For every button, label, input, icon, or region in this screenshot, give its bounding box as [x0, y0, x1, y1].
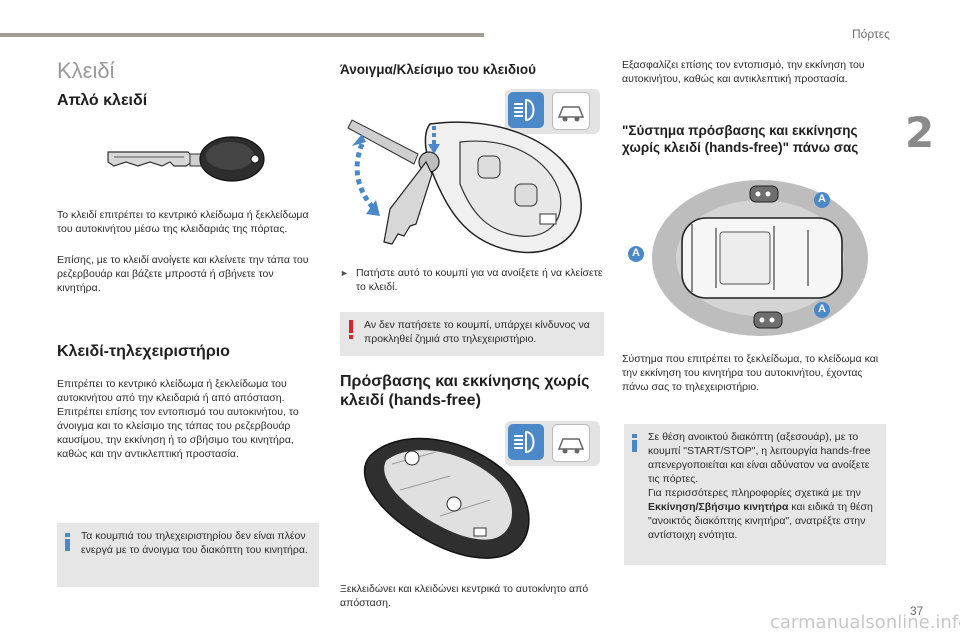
- paragraph-system-top: Εξασφαλίζει επίσης τον εντοπισμό, την εκ…: [622, 59, 865, 85]
- info-icon: [65, 533, 71, 551]
- paragraph-system: Σύστημα που επιτρέπει το ξεκλείδωμα, το …: [622, 353, 879, 393]
- heading-simple-key: Απλό κλειδί: [57, 92, 148, 109]
- zone-label-a: A: [818, 193, 826, 205]
- section-name: Πόρτες: [852, 27, 890, 41]
- bullet-fold-button: Πατήστε αυτό το κουμπί για να ανοίξετε ή…: [356, 267, 603, 293]
- chapter-number: 2: [905, 108, 935, 157]
- heading-system: "Σύστημα πρόσβασης και εκκίνησης χωρίς κ…: [622, 123, 859, 155]
- warning-text: Αν δεν πατήσετε το κουμπί, υπάρχει κίνδυ…: [364, 319, 590, 345]
- fold-key-illustration: [340, 84, 608, 256]
- paragraph-simple-key-2: Επίσης, με το κλειδί ανοίγετε και κλείνε…: [57, 254, 309, 294]
- page-number: 37: [910, 604, 924, 618]
- zone-label-a: A: [818, 303, 826, 315]
- heading-hands-free: Πρόσβασης και εκκίνησης χωρίς κλειδί (ha…: [340, 373, 590, 409]
- warning-box: Αν δεν πατήσετε το κουμπί, υπάρχει κίνδυ…: [340, 312, 604, 356]
- watermark: carmanualsonline.info: [770, 612, 960, 633]
- info-text-3: και ειδικά τη θέση "ανοικτός διακόπτης κ…: [648, 501, 873, 541]
- simple-key-illustration: [100, 130, 270, 185]
- warning-icon: [349, 320, 354, 339]
- headlamp-icon: [508, 424, 544, 460]
- heading-remote-key: Κλειδί-τηλεχειριστήριο: [57, 343, 230, 360]
- headlamp-icon: [508, 92, 544, 128]
- info-text-bold: Εκκίνηση/Σβήσιμο κινητήρα: [648, 501, 789, 513]
- hands-free-fob-illustration: [340, 416, 608, 566]
- paragraph-unlock: Ξεκλειδώνει και κλειδώνει κεντρικά το αυ…: [340, 583, 589, 609]
- hands-free-zone-illustration: A A A: [624, 178, 886, 338]
- paragraph-simple-key-1: Το κλειδί επιτρέπει το κεντρικό κλείδωμα…: [57, 209, 309, 235]
- info-icon: [632, 434, 638, 452]
- info-text-remote: Τα κουμπιά του τηλεχειριστηρίου δεν είνα…: [81, 530, 308, 556]
- info-box-remote: Τα κουμπιά του τηλεχειριστηρίου δεν είνα…: [57, 523, 319, 587]
- bullet-arrow-icon: ►: [340, 268, 349, 278]
- heading-fold-key: Άνοιγμα/Κλείσιμο του κλειδιού: [340, 62, 536, 77]
- info-text-2: Για περισσότερες πληροφορίες σχετικά με …: [648, 487, 861, 499]
- info-box-system: Σε θέση ανοικτού διακόπτη (αξεσουάρ), με…: [624, 424, 886, 565]
- header-bar: [0, 33, 484, 37]
- info-text-1: Σε θέση ανοικτού διακόπτη (αξεσουάρ), με…: [648, 431, 871, 485]
- zone-label-a: A: [632, 247, 640, 259]
- car-door-icon: [552, 424, 590, 462]
- page-title: Κλειδί: [57, 58, 115, 83]
- paragraph-remote-key: Επιτρέπει το κεντρικό κλείδωμα ή ξεκλείδ…: [57, 378, 299, 460]
- car-door-icon: [552, 92, 590, 130]
- info-text-system: Σε θέση ανοικτού διακόπτη (αξεσουάρ), με…: [648, 430, 880, 542]
